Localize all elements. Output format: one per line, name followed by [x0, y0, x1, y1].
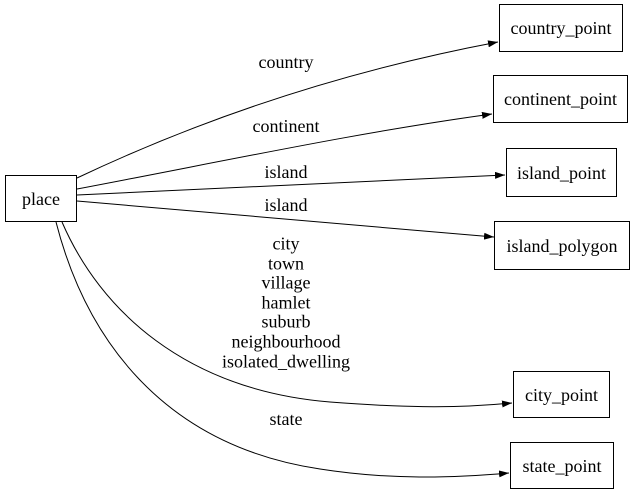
- edge-label-island-2: island: [264, 195, 308, 216]
- node-city-point: city_point: [513, 371, 610, 418]
- node-place-label: place: [22, 188, 60, 209]
- edge-label-country: country: [258, 52, 314, 73]
- edge-place-island-polygon: [76, 200, 495, 240]
- node-continent-point: continent_point: [493, 75, 628, 123]
- edge-place-country-point: [76, 40, 499, 179]
- node-country-point-label: country_point: [510, 18, 612, 38]
- edge-place-state-point: [55, 221, 510, 478]
- edge-label-continent: continent: [252, 116, 320, 137]
- node-state-point: state_point: [510, 442, 614, 489]
- node-place: place: [5, 175, 77, 222]
- node-state-point-label: state_point: [522, 455, 602, 476]
- node-city-point-label: city_point: [525, 384, 598, 405]
- node-island-point-label: island_point: [517, 162, 606, 183]
- edge-place-city-point: [61, 221, 513, 408]
- node-country-point: country_point: [499, 4, 623, 52]
- edge-place-continent-point: [76, 111, 493, 190]
- node-island-polygon: island_polygon: [494, 221, 630, 270]
- edge-place-island-point: [76, 171, 506, 196]
- node-island-polygon-label: island_polygon: [506, 235, 618, 256]
- edge-label-city-group: city town village hamlet suburb neighbou…: [222, 233, 350, 371]
- edge-label-state: state: [269, 409, 303, 430]
- node-continent-point-label: continent_point: [504, 89, 617, 109]
- node-island-point: island_point: [506, 148, 617, 197]
- edge-label-island-1: island: [264, 162, 308, 183]
